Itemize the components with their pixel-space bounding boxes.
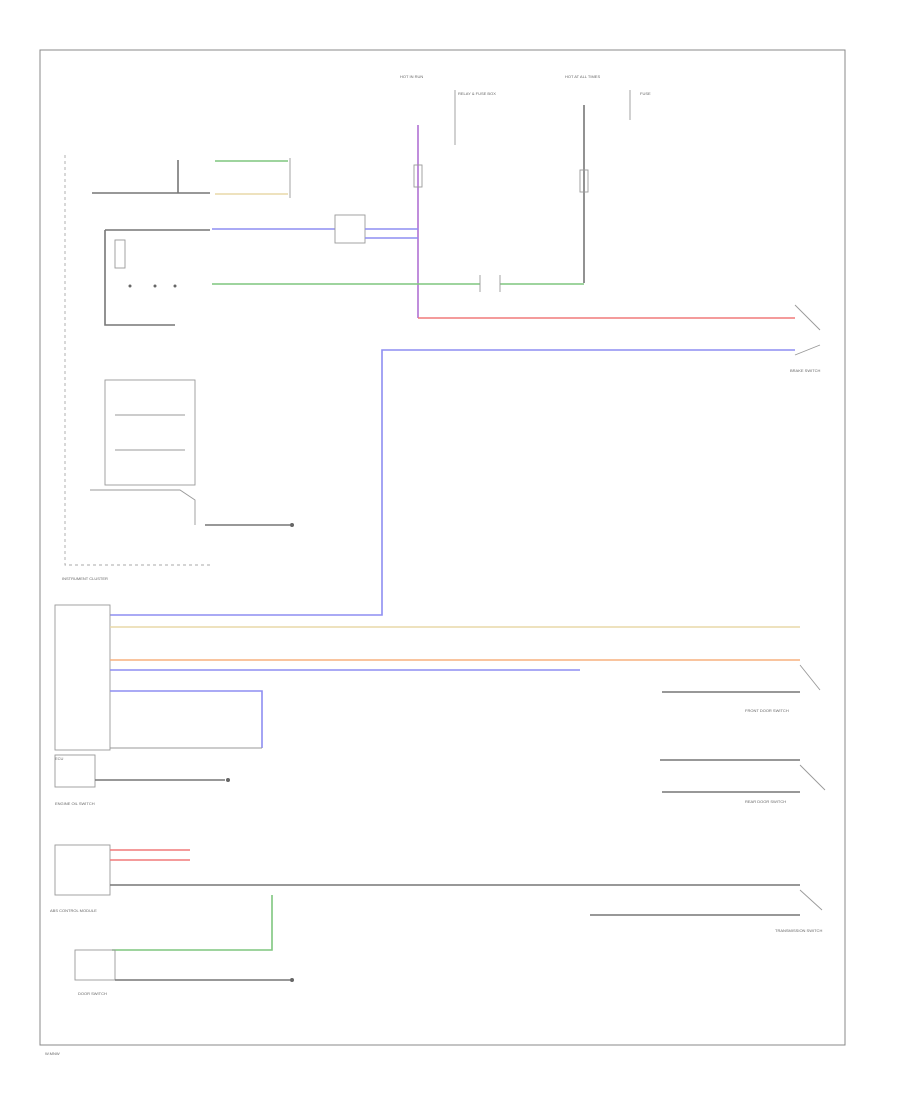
- label-transmission-switch: TRANSMISSION SWITCH: [775, 928, 822, 933]
- brake-switch-symbol: [794, 304, 821, 356]
- label-ecu: ECU: [55, 756, 64, 761]
- label-front-door-switch: FRONT DOOR SWITCH: [745, 708, 789, 713]
- engine-oil-switch-box: [54, 754, 96, 788]
- inline-fuse-2: [579, 169, 589, 193]
- label-relay-box: RELAY & FUSE BOX: [458, 91, 496, 96]
- label-engine-oil-switch: ENGINE OIL SWITCH: [55, 801, 95, 806]
- footer-code: W.MNW: [45, 1051, 60, 1056]
- cluster-node-1: [128, 284, 132, 288]
- front-door-switch-symbol: [799, 664, 821, 691]
- wire-cluster-loop: [104, 230, 175, 326]
- cluster-node-2: [153, 284, 157, 288]
- wire-green-abs-door: [112, 895, 273, 951]
- label-hot-in-run: HOT IN RUN: [400, 74, 423, 79]
- transmission-switch-symbol: [799, 889, 823, 911]
- label-abs-control-module: ABS CONTROL MODULE: [50, 908, 97, 913]
- wire-blue-brake-ecu: [110, 349, 795, 616]
- diagram-frame: [39, 49, 846, 1046]
- cluster-warning-block: [104, 379, 196, 486]
- door-switch-terminal: [290, 978, 294, 982]
- door-switch-box: [74, 949, 116, 981]
- label-door-switch: DOOR SWITCH: [78, 991, 107, 996]
- rear-door-switch-symbol: [799, 764, 826, 791]
- inline-fuse-1: [413, 164, 423, 188]
- ecu-box: [54, 604, 111, 751]
- label-brake-switch: BRAKE SWITCH: [790, 368, 821, 373]
- wire-blue-ecu-low: [110, 690, 263, 748]
- abs-module-box: [54, 844, 111, 896]
- label-hot-at-all-times: HOT AT ALL TIMES: [565, 74, 600, 79]
- cluster-bottom-terminal: [290, 523, 294, 527]
- label-fuse: FUSE: [640, 91, 651, 96]
- cluster-node-3: [173, 284, 177, 288]
- instrument-cluster-outline: [64, 155, 210, 566]
- label-rear-door-switch: REAR DOOR SWITCH: [745, 799, 786, 804]
- label-instrument-cluster: INSTRUMENT CLUSTER: [62, 576, 108, 581]
- engine-oil-terminal: [226, 778, 230, 782]
- cluster-lower-lead: [90, 489, 196, 525]
- relay-box-inline: [334, 214, 366, 244]
- cluster-resistor: [114, 239, 126, 269]
